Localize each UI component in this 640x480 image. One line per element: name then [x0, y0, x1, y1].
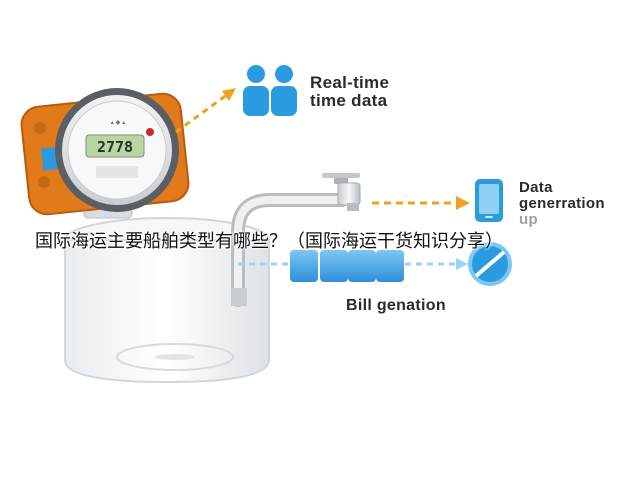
arrow-realtime [175, 88, 236, 134]
datagen-line2: generration [519, 195, 605, 212]
meter-reading: 2778 [97, 138, 133, 156]
realtime-line2: time data [310, 91, 388, 110]
datagen-line1: Data [519, 179, 553, 196]
realtime-line1: Real-time [310, 73, 390, 92]
article-title-caption: 国际海运主要船舶类型有哪些？（国际海运干货知识分享） [35, 231, 503, 252]
tank-icon [64, 217, 270, 384]
datagen-line3: up [519, 211, 538, 228]
users-icon [243, 65, 297, 116]
stacked-cards-icon [290, 250, 404, 282]
datagen-label: Data generration up [519, 180, 637, 228]
water-tap-icon [322, 173, 361, 211]
arrow-bill [238, 258, 468, 270]
phone-icon [475, 179, 503, 222]
pipe-icon [231, 193, 349, 307]
bill-label: Bill genation [346, 297, 446, 314]
water-meter-icon: 2778 ▴ ◆ ▴ [20, 88, 190, 219]
realtime-label: Real-time time data [310, 74, 430, 110]
svg-text:▴ ◆ ▴: ▴ ◆ ▴ [111, 119, 125, 126]
coin-icon [468, 242, 512, 286]
arrow-datagen [372, 196, 470, 210]
